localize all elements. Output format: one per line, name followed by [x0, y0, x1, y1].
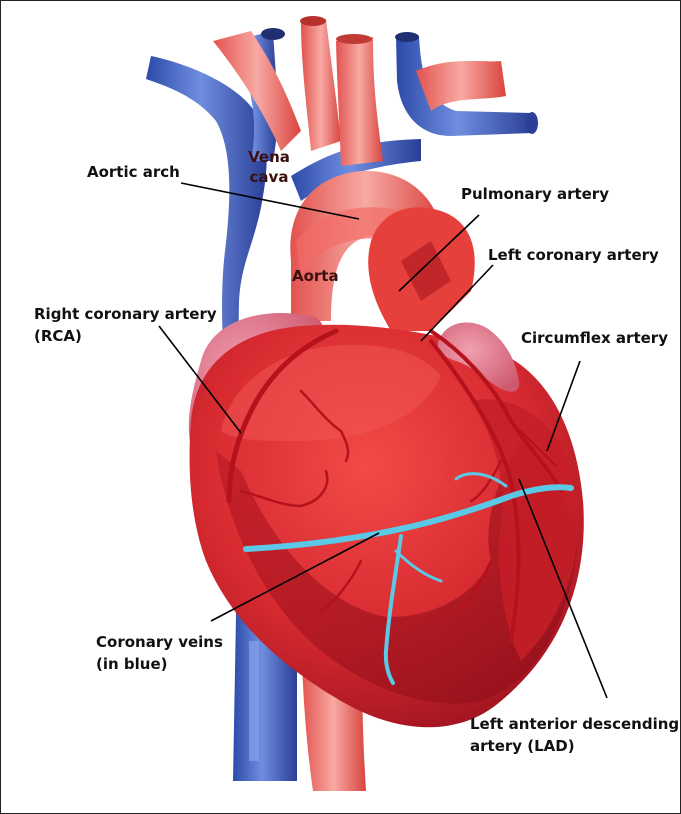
leader-pulmonary-artery — [398, 214, 480, 292]
label-circumflex-artery: Circumflex artery — [521, 329, 668, 347]
leader-left-coronary — [420, 264, 494, 342]
left-atrial-appendage — [437, 322, 520, 392]
leader-coronary-veins — [210, 532, 380, 622]
leader-rca — [158, 325, 242, 434]
leader-lines — [158, 182, 608, 699]
leader-aortic-arch — [180, 182, 360, 220]
label-rca-line1: Right coronary artery — [34, 305, 217, 323]
leader-lad — [518, 478, 608, 699]
label-coronary-veins-line1: Coronary veins — [96, 633, 223, 651]
leader-circumflex — [546, 360, 581, 452]
heart-body — [189, 324, 584, 728]
label-left-coronary-artery: Left coronary artery — [488, 246, 659, 264]
aortic-arch-branches — [213, 16, 506, 166]
label-rca-line2: (RCA) — [34, 327, 82, 345]
label-pulmonary-artery: Pulmonary artery — [461, 185, 609, 203]
label-vena-cava-line2: cava — [249, 168, 289, 186]
coronary-veins — [243, 472, 574, 685]
label-coronary-veins-line2: (in blue) — [96, 655, 168, 673]
label-aortic-arch: Aortic arch — [87, 163, 180, 181]
label-vena-cava-line1: Vena — [248, 148, 290, 166]
label-aorta: Aorta — [292, 267, 339, 285]
label-lad: Left anterior descending artery (LAD) — [470, 713, 679, 757]
label-coronary-veins: Coronary veins (in blue) — [96, 631, 223, 675]
label-vena-cava: Vena cava — [244, 147, 294, 187]
label-lad-line1: Left anterior descending — [470, 715, 680, 733]
label-lad-line2: artery (LAD) — [470, 737, 575, 755]
coronary-arteries — [226, 328, 563, 643]
label-right-coronary-artery: Right coronary artery (RCA) — [34, 303, 217, 347]
